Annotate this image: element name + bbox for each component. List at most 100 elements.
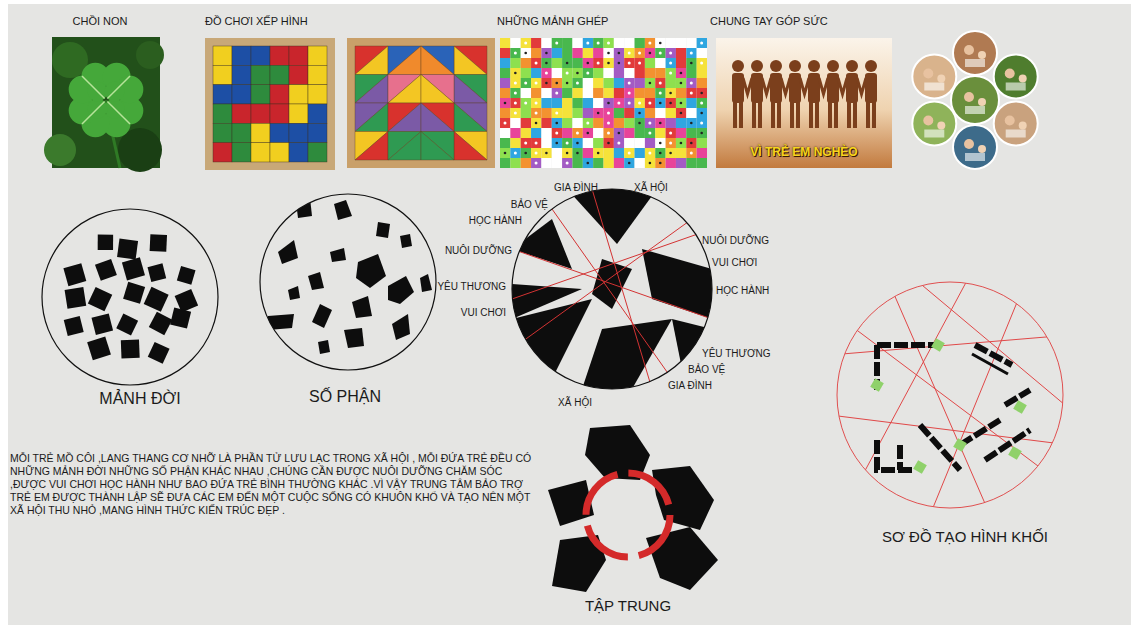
mosaic-dot xyxy=(659,102,662,105)
mosaic-dot xyxy=(700,112,703,115)
mosaic-tile xyxy=(697,78,707,88)
collage-photo xyxy=(1019,75,1027,83)
mosaic-dot xyxy=(524,52,527,55)
mosaic-tile xyxy=(572,48,582,58)
person-silhouette xyxy=(781,78,790,94)
mosaic-tile xyxy=(645,38,655,48)
mosaic-dot xyxy=(555,122,558,125)
mosaic-tile xyxy=(624,88,634,98)
mosaic-dot xyxy=(576,72,579,75)
mosaic-dot xyxy=(607,122,610,125)
mosaic-tile xyxy=(686,78,696,88)
collage-photo xyxy=(912,102,956,146)
mosaic-dot xyxy=(555,132,558,135)
mosaic-tile xyxy=(531,128,541,138)
mosaic-tile xyxy=(624,128,634,138)
fate-shard xyxy=(388,276,414,304)
puzzle-piece xyxy=(388,46,421,75)
mosaic-tile xyxy=(521,38,531,48)
mosaic-tile xyxy=(624,38,634,48)
mosaic-dot xyxy=(545,72,548,75)
mosaic-tile xyxy=(666,118,676,128)
figure-title: TẬP TRUNG xyxy=(585,597,671,614)
fragment-square xyxy=(149,312,173,336)
mosaic-tile xyxy=(655,148,665,158)
focus-figure xyxy=(548,425,718,592)
mosaic-tile xyxy=(686,48,696,58)
mosaic-tile xyxy=(645,158,655,168)
mosaic-dot xyxy=(628,82,631,85)
mosaic-tile xyxy=(593,108,603,118)
person-silhouette xyxy=(872,102,876,128)
mosaic-tile xyxy=(645,108,655,118)
puzzle-piece xyxy=(213,143,232,162)
mosaic-tile xyxy=(583,68,593,78)
collage-photo xyxy=(965,59,985,67)
mosaic-dot xyxy=(566,82,569,85)
mosaic-tile xyxy=(562,98,572,108)
mosaic-dot xyxy=(566,62,569,65)
mosaic-dot xyxy=(535,102,538,105)
guide-line xyxy=(850,325,1050,475)
mosaic-dot xyxy=(607,52,610,55)
mosaic-dot xyxy=(535,142,538,145)
mosaic-dot xyxy=(524,82,527,85)
need-word: NUÔI DƯỠNG xyxy=(702,235,769,247)
mosaic-tile xyxy=(572,158,582,168)
needs-circle: GIA ĐÌNHXÃ HỘIBẢO VỆHỌC HÀNHNUÔI DƯỠNGYÊ… xyxy=(420,172,790,412)
puzzle-piece xyxy=(388,75,421,104)
mosaic-dot xyxy=(555,42,558,45)
puzzle-piece xyxy=(289,46,308,65)
fate-shard xyxy=(356,254,386,288)
guide-line xyxy=(592,189,652,389)
puzzle-piece xyxy=(213,85,232,104)
mass-bar xyxy=(920,425,960,470)
puzzle-piece xyxy=(388,132,421,161)
mosaic-tile xyxy=(572,58,582,68)
person-silhouette xyxy=(828,102,832,128)
text-slot: MẢNH ĐỜI xyxy=(99,390,180,408)
mosaic-tile xyxy=(614,38,624,48)
mosaic-tile xyxy=(624,78,634,88)
mosaic-tile xyxy=(500,58,510,68)
mosaic-tile xyxy=(593,78,603,88)
text-slot: HỌC HÀNH xyxy=(716,280,769,298)
photo-collage xyxy=(912,31,1037,169)
puzzle-piece xyxy=(421,46,454,75)
mosaic-dot xyxy=(680,82,683,85)
person-silhouette xyxy=(819,78,828,94)
mosaic-tile xyxy=(624,48,634,58)
mosaic-tile xyxy=(697,48,707,58)
fate-shard xyxy=(288,286,300,300)
mosaic-dot xyxy=(659,162,662,165)
mosaic-dot xyxy=(504,102,507,105)
mass-bar xyxy=(877,440,915,470)
mosaic-tile xyxy=(614,148,624,158)
mosaic-tile xyxy=(531,48,541,58)
collage-photo xyxy=(994,55,1038,99)
fragment-square xyxy=(121,340,140,359)
mosaic-tile xyxy=(624,148,634,158)
guide-line xyxy=(830,335,1070,355)
collage-photo xyxy=(951,76,999,124)
puzzle-frame xyxy=(347,38,495,168)
need-word: VUI CHƠI xyxy=(461,307,506,319)
mosaic-tile xyxy=(562,68,572,78)
mosaic-tile xyxy=(604,68,614,78)
mosaic-dot xyxy=(524,152,527,155)
mosaic-dot xyxy=(514,42,517,45)
circle-caption: MẢNH ĐỜI xyxy=(99,390,180,408)
need-word: BẢO VỆ xyxy=(511,199,548,211)
mosaic-tile xyxy=(510,58,520,68)
mosaic-tile xyxy=(572,88,582,98)
mosaic-dot xyxy=(587,62,590,65)
mosaic-tile xyxy=(676,158,686,168)
mosaic-dot xyxy=(545,92,548,95)
mosaic-dot xyxy=(607,42,610,45)
need-word: NUÔI DƯỠNG xyxy=(445,245,512,257)
person-silhouette xyxy=(758,102,762,128)
text-slot: VUI CHƠI xyxy=(461,302,506,320)
mosaic-dot xyxy=(690,62,693,65)
mosaic-tile xyxy=(686,118,696,128)
fate-shard xyxy=(318,340,330,354)
